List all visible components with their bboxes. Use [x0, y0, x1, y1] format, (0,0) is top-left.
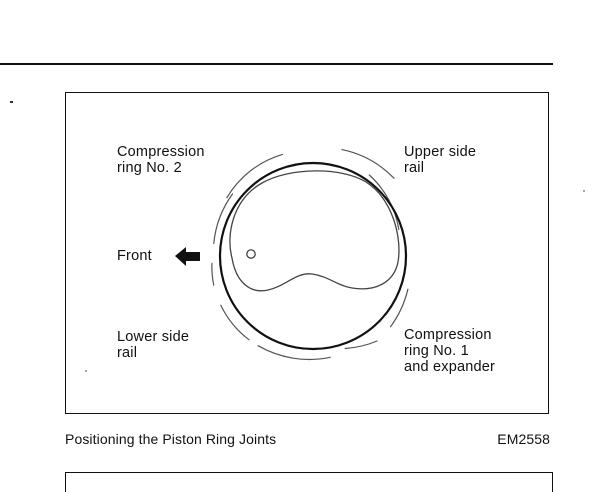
ring-arc-bottom: [257, 345, 331, 360]
piston-crown-outline: [229, 170, 400, 292]
speck: [85, 370, 87, 372]
ring-arc-upper-right-inner: [368, 174, 400, 230]
front-arrow-icon: [175, 247, 200, 266]
ring-arc-upper-right-outer: [341, 149, 395, 179]
ring-arc-lower-left-inner: [220, 304, 250, 341]
ring-arc-upper-left-inner: [213, 193, 234, 244]
margin-mark: [10, 101, 13, 103]
label-compression-ring-2: Compression ring No. 2: [117, 144, 205, 176]
piston-mark-hole: [246, 249, 256, 259]
figure-code: EM2558: [497, 431, 550, 447]
speck: [583, 190, 585, 192]
label-compression-ring-1-and-expander: Compression ring No. 1 and expander: [404, 327, 496, 375]
ring-arc-lower-left-outer: [211, 262, 215, 286]
figure-frame: [65, 92, 549, 414]
figure-caption: Positioning the Piston Ring Joints: [65, 431, 277, 447]
ring-arc-lower-right-outer: [389, 288, 409, 328]
ring-arc-lower-right-inner: [344, 340, 378, 350]
ring-arc-upper-left-outer: [226, 153, 283, 199]
piston-ring-diagram: [175, 149, 409, 360]
label-front: Front: [117, 248, 152, 264]
label-lower-side-rail: Lower side rail: [117, 329, 190, 361]
top-horizontal-rule: [0, 63, 553, 65]
label-upper-side-rail: Upper side rail: [404, 144, 477, 176]
cylinder-outline: [218, 161, 408, 351]
next-figure-frame-top: [65, 472, 553, 492]
